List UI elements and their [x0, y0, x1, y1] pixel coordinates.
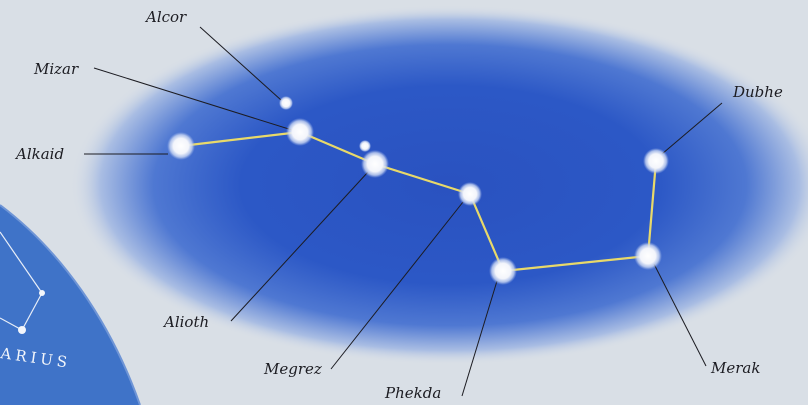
star-alcor — [279, 96, 293, 110]
label-megrez: Megrez — [263, 360, 322, 378]
star-minor — [359, 140, 371, 152]
star-merak — [634, 242, 662, 270]
star-megrez — [458, 182, 482, 206]
star-dubhe — [643, 148, 669, 174]
label-mizar: Mizar — [33, 60, 79, 78]
neighbor-star-2 — [18, 326, 26, 334]
star-alioth — [361, 150, 389, 178]
label-alcor: Alcor — [144, 8, 187, 26]
star-phekda — [489, 257, 517, 285]
label-alioth: Alioth — [162, 313, 209, 331]
star-mizar — [286, 118, 314, 146]
label-alkaid: Alkaid — [14, 145, 64, 163]
star-alkaid — [167, 132, 195, 160]
neighbor-star-1 — [39, 290, 45, 296]
label-merak: Merak — [710, 359, 760, 377]
label-dubhe: Dubhe — [732, 83, 783, 101]
label-phekda: Phekda — [384, 384, 441, 402]
